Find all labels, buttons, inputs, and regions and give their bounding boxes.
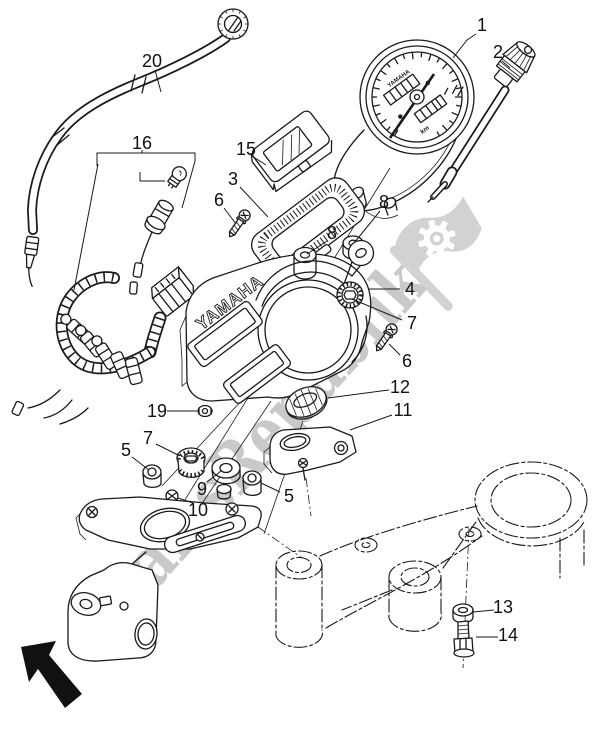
screw-6a bbox=[228, 209, 251, 238]
callout-20: 20 bbox=[142, 51, 162, 71]
callout-15: 15 bbox=[236, 139, 256, 159]
meter-case: YAMAHA bbox=[179, 239, 375, 404]
connector bbox=[151, 266, 195, 317]
screw-6b bbox=[375, 323, 398, 352]
oval-damper bbox=[285, 386, 328, 420]
leader-line bbox=[251, 155, 267, 166]
cable-end-fitting bbox=[24, 235, 40, 288]
leader-line bbox=[306, 240, 328, 255]
callout-5: 5 bbox=[284, 486, 294, 506]
socket-cluster bbox=[11, 313, 143, 425]
wire-harness bbox=[11, 166, 195, 425]
knurled-grommet-7a bbox=[336, 281, 364, 309]
leader-line bbox=[131, 456, 150, 471]
callout-6: 6 bbox=[402, 351, 412, 371]
callout-5: 5 bbox=[121, 440, 131, 460]
callout-7: 7 bbox=[143, 428, 153, 448]
gasket bbox=[250, 177, 366, 279]
lens bbox=[250, 110, 333, 193]
stay-bracket bbox=[263, 426, 357, 481]
flag-pole bbox=[389, 245, 453, 311]
callout-16: 16 bbox=[132, 133, 152, 153]
leader-line bbox=[351, 298, 403, 321]
callout-3: 3 bbox=[228, 169, 238, 189]
bulb bbox=[167, 166, 187, 189]
callout-7: 7 bbox=[407, 313, 417, 333]
flag-icon bbox=[389, 196, 482, 311]
leader-line bbox=[223, 207, 237, 225]
callout-8: 8 bbox=[379, 192, 389, 212]
gauge-ticks bbox=[372, 52, 462, 136]
bulb-socket bbox=[144, 199, 174, 235]
gauge-needle bbox=[388, 73, 436, 139]
nut-19 bbox=[197, 404, 213, 418]
leader-line bbox=[472, 609, 495, 613]
callout-13: 13 bbox=[493, 597, 513, 617]
gear-icon bbox=[418, 219, 456, 258]
leader-line bbox=[73, 163, 99, 291]
cable-cap bbox=[217, 8, 249, 40]
leader-line bbox=[139, 172, 165, 182]
leader-line bbox=[349, 414, 393, 431]
knurled-grommet-7b bbox=[176, 447, 206, 478]
slot-strap bbox=[164, 514, 246, 554]
callout-2: 2 bbox=[493, 42, 503, 62]
gauge-unit-text: km bbox=[419, 124, 431, 135]
leader-line bbox=[155, 443, 181, 457]
leader-line bbox=[388, 343, 401, 356]
callout-9: 9 bbox=[197, 479, 207, 499]
callout-14: 14 bbox=[498, 625, 518, 645]
callout-8: 8 bbox=[327, 223, 337, 243]
triple-clamp bbox=[275, 461, 588, 648]
washer-13 bbox=[452, 603, 474, 624]
callout-6: 6 bbox=[214, 190, 224, 210]
bolt-14 bbox=[453, 620, 475, 658]
speedometer-cable bbox=[24, 8, 249, 288]
bushing-5b bbox=[242, 470, 262, 496]
leader-line bbox=[260, 482, 281, 493]
callout-19: 19 bbox=[147, 401, 167, 421]
leader-line bbox=[181, 160, 196, 209]
bushing-5a bbox=[142, 464, 162, 488]
leader-line bbox=[501, 60, 511, 69]
callout-11: 11 bbox=[394, 400, 413, 420]
meter-bracket bbox=[67, 496, 262, 662]
callout-10: 10 bbox=[188, 500, 208, 520]
callout-1: 1 bbox=[477, 15, 487, 35]
direction-arrow bbox=[21, 641, 82, 708]
leader-line bbox=[96, 152, 196, 166]
drive-cable bbox=[427, 41, 536, 203]
holder-bracket bbox=[255, 239, 375, 363]
case-window-lower bbox=[222, 344, 292, 404]
callout-12: 12 bbox=[390, 377, 410, 397]
hardware-row bbox=[142, 404, 262, 509]
leader-line bbox=[177, 497, 194, 504]
leader-line bbox=[327, 389, 390, 399]
case-window-upper bbox=[187, 300, 263, 368]
leader-line bbox=[353, 210, 381, 244]
leader-line bbox=[452, 33, 477, 59]
leader-line bbox=[154, 69, 162, 93]
leader-line bbox=[239, 186, 269, 218]
leader-line bbox=[206, 470, 222, 483]
callout-4: 4 bbox=[405, 279, 415, 299]
